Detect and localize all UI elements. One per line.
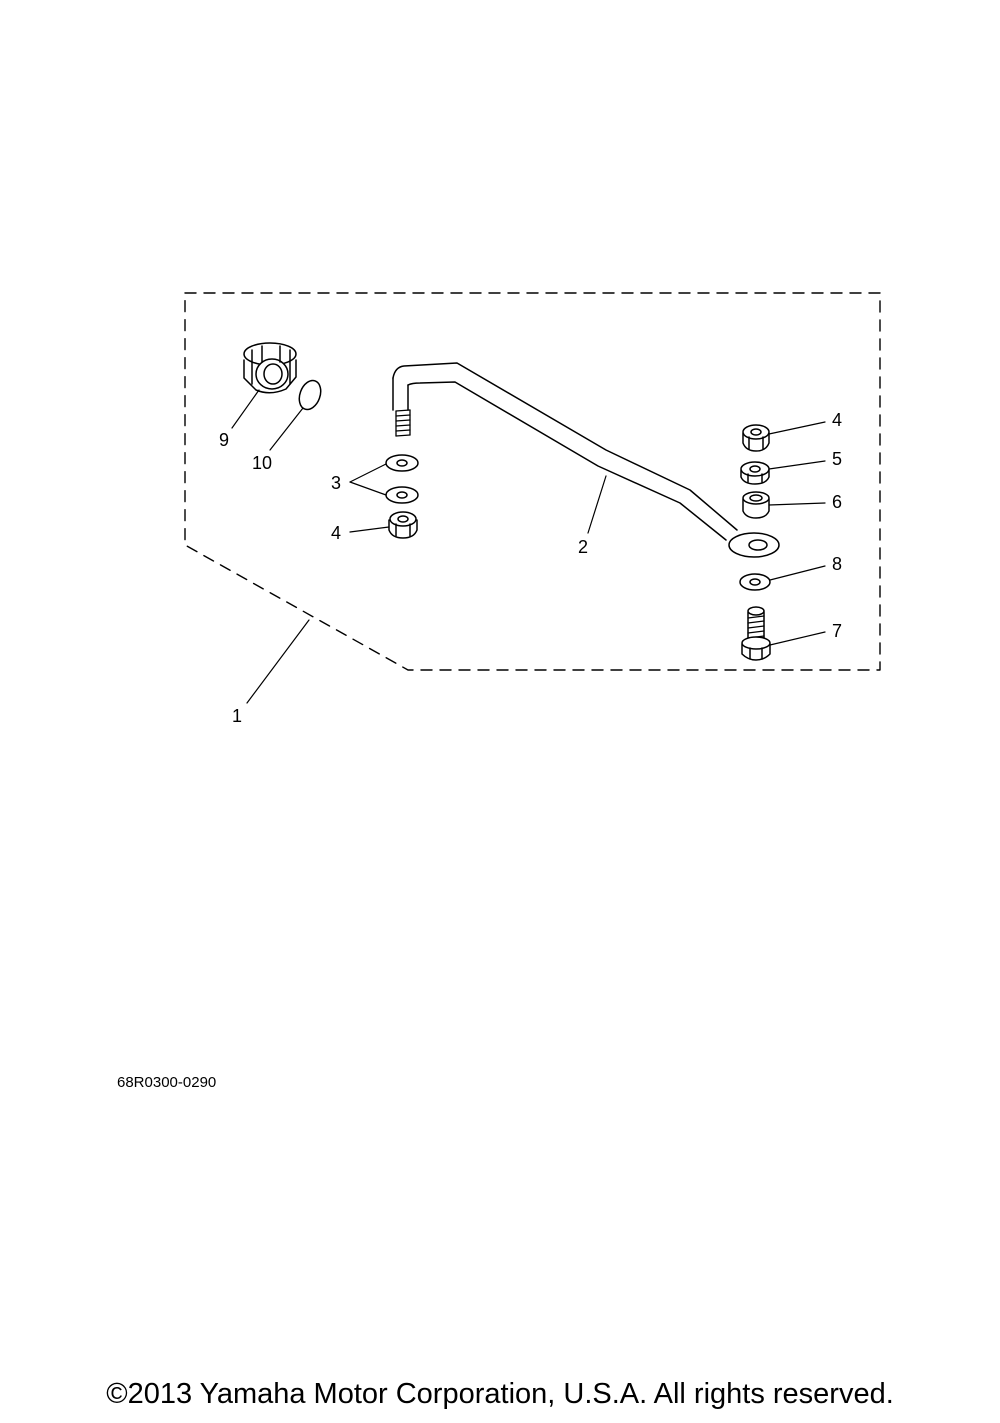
leader-2: [587, 475, 607, 534]
copyright-notice: ©2013 Yamaha Motor Corporation, U.S.A. A…: [106, 1378, 894, 1410]
leader-9: [231, 389, 260, 429]
callout-4-left: 4: [331, 523, 341, 543]
leader-4-left: [349, 526, 390, 533]
washer-part-3a: [385, 454, 419, 472]
leader-3a: [349, 463, 387, 483]
leader-lines: [231, 389, 826, 704]
nut-part-4-left: [388, 511, 418, 539]
leader-1: [246, 619, 310, 704]
washer-part-3b: [385, 486, 419, 504]
callout-8: 8: [832, 554, 842, 574]
callout-10: 10: [252, 453, 272, 473]
leader-7: [769, 631, 826, 646]
nut-part-5: [740, 461, 770, 485]
drawing-code: 68R0300-0290: [117, 1074, 216, 1091]
callout-6: 6: [832, 492, 842, 512]
o-ring-part-10: [298, 379, 322, 411]
grommet-part-9: [243, 342, 297, 394]
washer-part-8: [739, 573, 771, 591]
leader-6: [768, 502, 826, 506]
callout-1: 1: [232, 706, 242, 726]
kit-boundary: [184, 292, 881, 671]
leader-5: [768, 460, 826, 470]
callout-9: 9: [219, 430, 229, 450]
leader-10: [269, 407, 304, 451]
callout-3: 3: [331, 473, 341, 493]
callout-7: 7: [832, 621, 842, 641]
callout-5: 5: [832, 449, 842, 469]
leader-3b: [349, 481, 387, 496]
leader-4-right: [768, 421, 826, 435]
collar-part-6: [742, 491, 770, 519]
nut-part-4-right: [742, 424, 770, 452]
link-rod-part-2: [392, 362, 780, 558]
leader-8: [769, 565, 826, 581]
callout-2: 2: [578, 537, 588, 557]
callout-4-right: 4: [832, 410, 842, 430]
bolt-part-7: [741, 606, 771, 661]
